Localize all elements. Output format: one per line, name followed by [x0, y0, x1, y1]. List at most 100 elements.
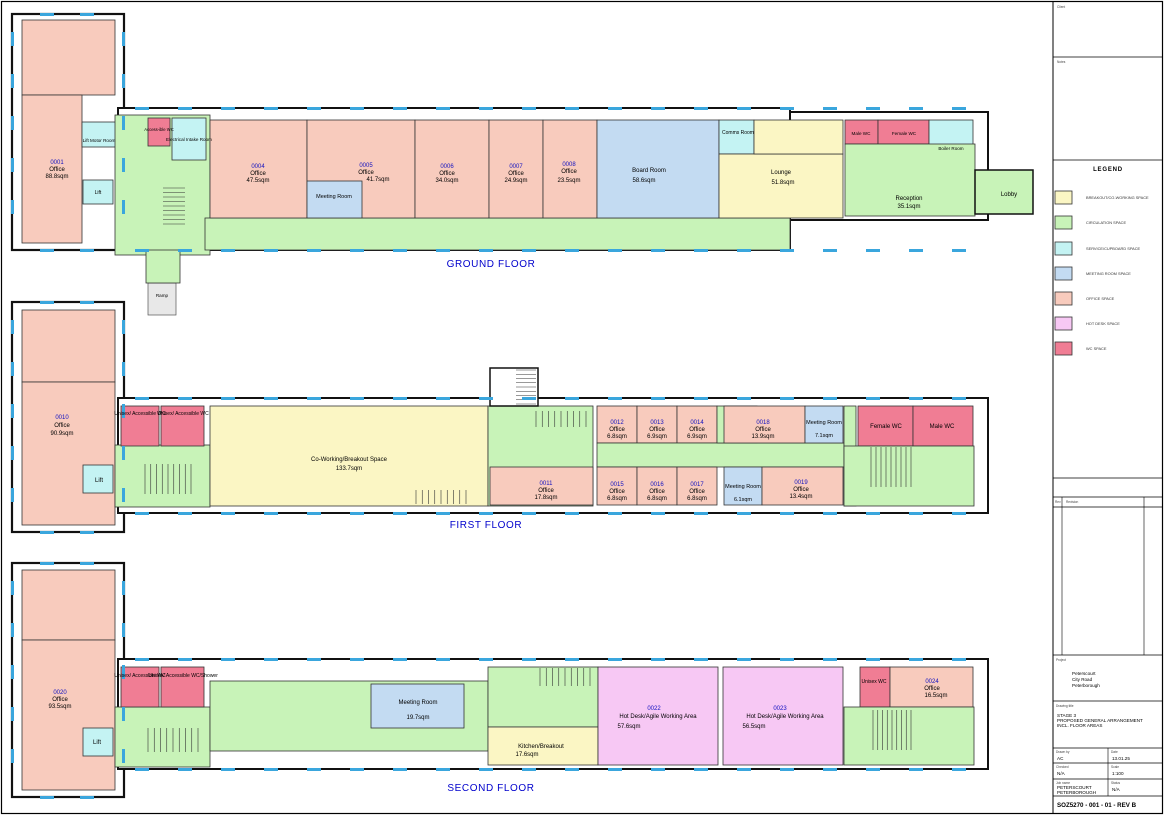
status-label: Status [1111, 781, 1120, 785]
board-room-name: Board Room [632, 168, 666, 174]
window [479, 512, 493, 515]
room-0005-number: 0005 [359, 163, 373, 169]
room-0022-name: Hot Desk/Agile Working Area [619, 714, 697, 720]
window [122, 749, 125, 763]
window [780, 397, 794, 400]
window [122, 74, 125, 88]
window [909, 107, 923, 110]
room-0017-name: Office [689, 489, 705, 495]
window [608, 658, 622, 661]
room-0015-number: 0015 [610, 482, 624, 488]
drawing-title-line-3: INCL. FLOOR AREAS [1057, 723, 1102, 728]
project-line-1: Peterscourt [1072, 671, 1096, 676]
window [608, 249, 622, 252]
window [737, 397, 751, 400]
window [135, 107, 149, 110]
window [651, 107, 665, 110]
lift-ground [82, 179, 114, 205]
stair-flight-6 [539, 668, 591, 686]
window [780, 249, 794, 252]
legend-title: LEGEND [1093, 167, 1123, 173]
window [350, 249, 364, 252]
room-0001-name: Office [49, 167, 65, 173]
room-0019-name: Office [793, 487, 809, 493]
window [221, 249, 235, 252]
window [11, 320, 14, 334]
lift-second-label: Lift [93, 740, 101, 746]
window [909, 249, 923, 252]
window [694, 658, 708, 661]
window [350, 768, 364, 771]
job-name-line-2: PETERBOROUGH [1057, 790, 1096, 795]
male-wc-ground-label: Male WC [852, 131, 872, 136]
window [122, 320, 125, 334]
lounge [718, 153, 844, 219]
room-0010 [21, 381, 116, 526]
job-name-label: Job name [1056, 781, 1070, 785]
scale-value: 1:100 [1112, 771, 1124, 776]
stair-flight-0 [163, 187, 185, 225]
room-0020 [21, 639, 116, 791]
meeting-room-1b-label: Meeting Room [725, 484, 761, 490]
window [264, 107, 278, 110]
meeting-room-1b-area: 6.1sqm [734, 497, 752, 503]
comms-room-label: Comms Room [722, 130, 754, 136]
lift-motor-room-label: Lift Motor Room [83, 138, 116, 143]
window [694, 768, 708, 771]
room-0013-area: 6.9sqm [647, 434, 667, 440]
window [866, 512, 880, 515]
window [11, 446, 14, 460]
window [909, 658, 923, 661]
window [565, 249, 579, 252]
legend-label-meeting: MEETING ROOM SPACE [1086, 271, 1131, 276]
reception-name: Reception [895, 196, 922, 202]
lounge-name: Lounge [771, 170, 792, 176]
window [565, 768, 579, 771]
first-floor-labels: 0010 Office 90.9sqm Lift Unisex/ Accessi… [50, 411, 955, 531]
room-0010-number: 0010 [55, 415, 69, 421]
scale-label: Scale [1111, 765, 1119, 769]
ground-corridor [204, 217, 791, 251]
lift-first [82, 464, 114, 494]
window [178, 768, 192, 771]
electrical-intake-label: Electrical Intake Room [166, 137, 212, 142]
window [307, 768, 321, 771]
window [178, 397, 192, 400]
room-0020-north [21, 569, 116, 641]
lobby [974, 169, 1034, 215]
window [608, 397, 622, 400]
window [823, 397, 837, 400]
accessible-wc-ground-label: Access-ible WC [144, 127, 174, 132]
meeting-room-second-label: Meeting Room [398, 700, 437, 706]
window [565, 397, 579, 400]
kitchen-breakout-name: Kitchen/Breakout [518, 744, 564, 750]
window [565, 658, 579, 661]
drawing-title-line-1: STAGE 3 [1057, 713, 1077, 718]
window [522, 512, 536, 515]
window [393, 249, 407, 252]
window [350, 658, 364, 661]
window [40, 796, 54, 799]
room-0024-number: 0024 [925, 679, 939, 685]
window [522, 107, 536, 110]
meeting-room-1b [723, 466, 763, 506]
window [436, 107, 450, 110]
window [866, 107, 880, 110]
window [122, 665, 125, 679]
job-name-line-1: PETERSCOURT [1057, 785, 1092, 790]
window [122, 404, 125, 418]
room-0015 [596, 466, 638, 506]
window [307, 107, 321, 110]
window [178, 107, 192, 110]
window [40, 249, 54, 252]
room-0006-name: Office [439, 171, 455, 177]
male-wc-ground [844, 119, 879, 145]
window [80, 13, 94, 16]
drawn-by-value: AC [1057, 756, 1064, 761]
room-0001-north [21, 19, 116, 96]
window [393, 512, 407, 515]
window [823, 107, 837, 110]
lounge-area: 51.8sqm [771, 180, 794, 186]
window [135, 768, 149, 771]
window [565, 512, 579, 515]
